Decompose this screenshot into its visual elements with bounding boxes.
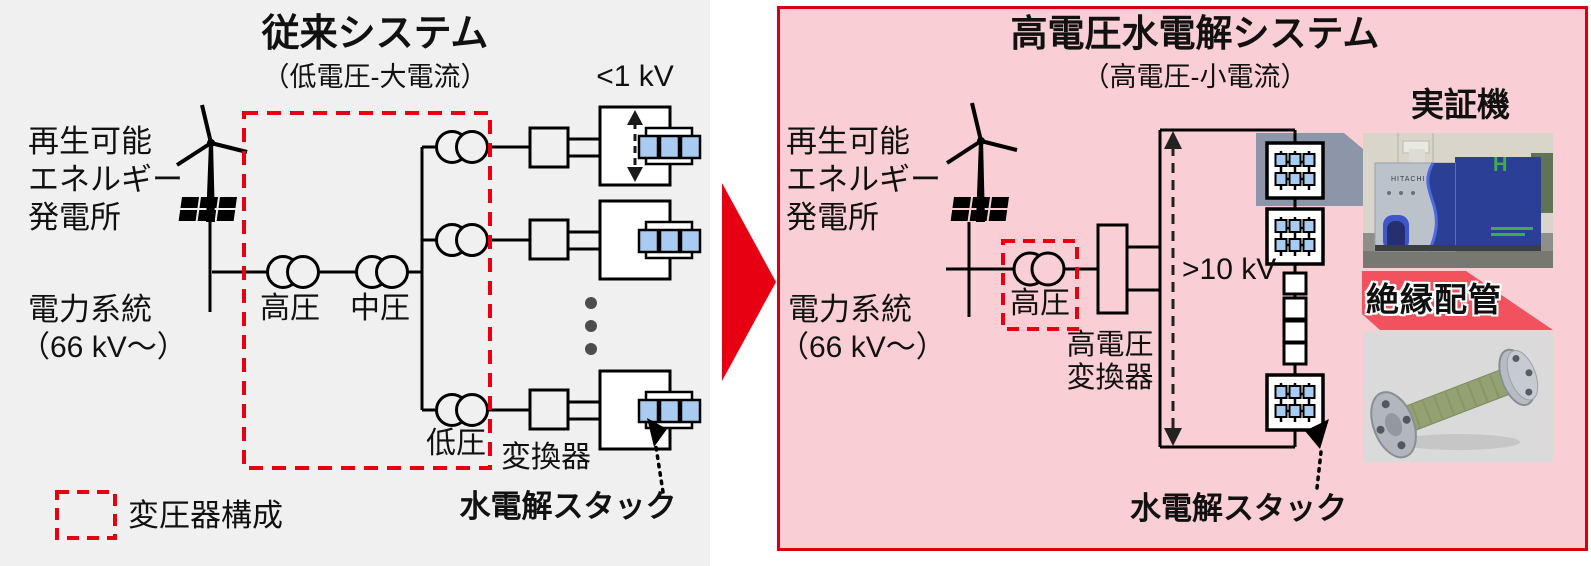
insulated-pipe-photo — [1363, 332, 1553, 462]
renewable-plant-label: 発電所 — [28, 200, 121, 235]
electrolysis-stack-label: 水電解スタック — [459, 489, 677, 524]
converter-label: 変換器 — [501, 441, 591, 474]
branch1-transformer-icon — [435, 130, 489, 164]
renewable-plant-label: 再生可能 — [28, 124, 152, 159]
transformer-high-label: 高圧 — [1010, 287, 1070, 320]
electrolysis-stack-icon — [598, 199, 702, 281]
legend-dashed-swatch — [55, 490, 117, 540]
hv-converter-label: 高電圧 — [1066, 329, 1154, 361]
voltage-range-arrow — [1164, 131, 1182, 446]
conventional-title: 従来システム — [261, 13, 489, 55]
ellipsis-dots — [585, 297, 597, 355]
hv-system-title: 高電圧水電解システム — [1010, 13, 1380, 54]
transformer-high-icon — [1012, 251, 1066, 287]
solar-panel-icon — [178, 197, 237, 221]
insulated-pipe-callout-shape — [1362, 271, 1553, 330]
grid-voltage-label: （66 kV～） — [20, 331, 187, 364]
transformer-config-dashed-box — [1001, 239, 1079, 331]
legend-label: 変圧器構成 — [128, 498, 283, 533]
hv-system-subtitle: （高電圧-小電流） — [1082, 62, 1308, 92]
hv-converter-label: 変換器 — [1066, 362, 1154, 394]
insulated-pipe-label: 絶縁配管 — [1366, 281, 1502, 318]
transformer-low-label: 低圧 — [426, 427, 486, 460]
grid-label: 電力系統 — [788, 292, 912, 327]
transformer-config-dashed-box — [242, 111, 492, 470]
renewable-plant-label: エネルギー — [28, 162, 183, 197]
conventional-circuit — [55, 104, 702, 540]
demo-unit-photo: HITACHI H — [1363, 133, 1553, 268]
transformer-high-icon — [266, 255, 320, 289]
electrolysis-stack-icon — [1265, 141, 1325, 200]
transformer-mid-label: 中圧 — [350, 292, 410, 325]
renewable-plant-label: 再生可能 — [786, 124, 910, 159]
high-voltage-converter-box — [1096, 223, 1129, 315]
voltage-range-arrow — [627, 110, 643, 182]
converter-box — [528, 388, 570, 431]
renewable-plant-label: エネルギー — [786, 162, 941, 197]
grid-voltage-label: （66 kV～） — [779, 331, 946, 364]
insulated-pipe-links — [1282, 271, 1308, 366]
stack-pointer-arrow — [1305, 419, 1329, 490]
conventional-system-panel — [0, 0, 710, 566]
conventional-subtitle: （低電圧-大電流） — [262, 62, 488, 92]
converter-box — [528, 126, 570, 169]
stack-voltage-label: <1 kV — [596, 60, 674, 93]
electrolysis-stack-label: 水電解スタック — [1130, 491, 1347, 526]
stack-voltage-label: >10 kV — [1182, 253, 1277, 286]
converter-box — [528, 218, 570, 261]
solar-panel-icon — [950, 197, 1009, 221]
high-voltage-circuit — [945, 102, 1329, 490]
renewable-plant-label: 発電所 — [786, 200, 879, 235]
transformer-low-icon — [435, 393, 489, 427]
branch2-transformer-icon — [435, 223, 489, 257]
transformer-high-label: 高圧 — [260, 292, 320, 325]
electrolysis-stack-icon — [1265, 373, 1325, 432]
grid-label: 電力系統 — [28, 292, 152, 327]
electrolysis-stack-icon — [598, 105, 702, 187]
transition-arrow-icon — [722, 183, 776, 381]
hitachi-brand-text: HITACHI — [1391, 176, 1425, 183]
electrolysis-stack-icon — [598, 369, 702, 451]
transformer-mid-icon — [355, 255, 409, 289]
demo-unit-label: 実証機 — [1411, 86, 1510, 123]
h2-logo-text: H — [1493, 154, 1507, 176]
stack-pointer-arrow — [647, 418, 667, 494]
